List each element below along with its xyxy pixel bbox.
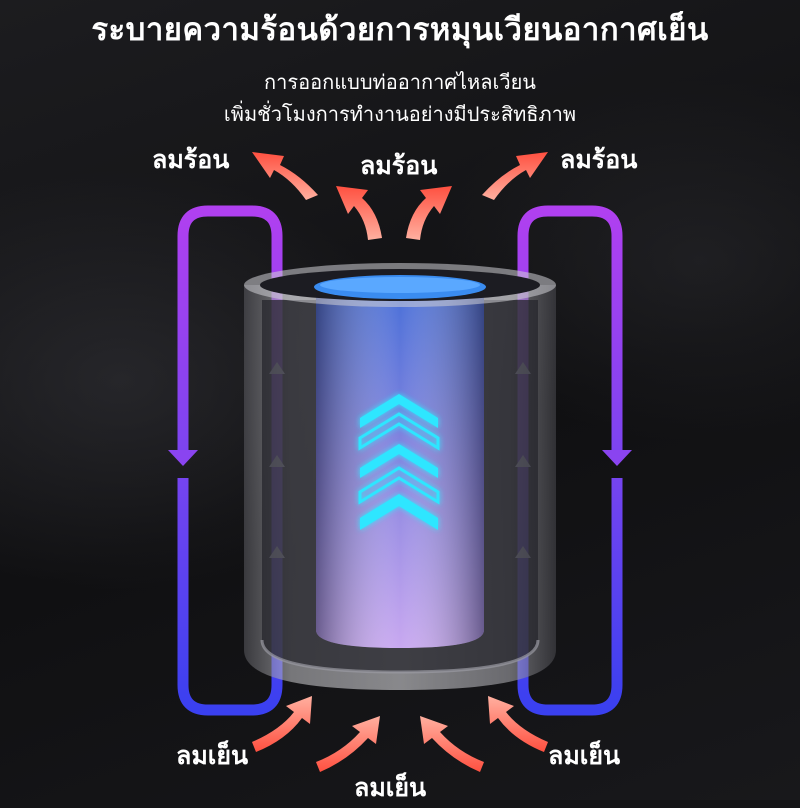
subtitle-line-2: เพิ่มชั่วโมงการทำงานอย่างมีประสิทธิภาพ [223, 102, 577, 126]
up-chevron-icon [358, 412, 440, 451]
hot-air-arrow-icon [336, 186, 382, 240]
down-arrow-icon [602, 450, 632, 466]
up-chevron-icon [360, 444, 438, 478]
hot-air-label-center: ลมร้อน [360, 151, 438, 180]
hot-air-arrow-icon [482, 152, 548, 200]
cold-air-arrow-icon [488, 696, 548, 752]
cold-air-label-center: ลมเย็น [354, 773, 427, 802]
hot-air-arrow-icon [406, 186, 452, 240]
hot-air-label-left: ลมร้อน [152, 145, 230, 174]
cold-air-arrow-icon [420, 716, 484, 772]
hot-air-arrows [252, 152, 548, 240]
up-chevron-icon [360, 394, 438, 428]
fan-cylinder-icon [244, 263, 556, 690]
up-chevron-group [358, 394, 440, 530]
cold-air-arrows [252, 696, 548, 772]
cold-air-label-right: ลมเย็น [548, 741, 621, 770]
subtitle-line-1: การออกแบบท่ออากาศไหลเวียน [264, 70, 536, 94]
cold-air-label-left: ลมเย็น [176, 741, 249, 770]
up-chevron-icon [358, 466, 440, 505]
cold-air-arrow-icon [252, 696, 312, 752]
down-arrow-icon [168, 450, 198, 466]
page-title: ระบายความร้อนด้วยการหมุนเวียนอากาศเย็น [91, 12, 709, 48]
hot-air-label-right: ลมร้อน [560, 145, 638, 174]
cold-air-arrow-icon [316, 716, 380, 772]
up-chevron-icon [360, 494, 438, 530]
hot-air-arrow-icon [252, 152, 318, 200]
